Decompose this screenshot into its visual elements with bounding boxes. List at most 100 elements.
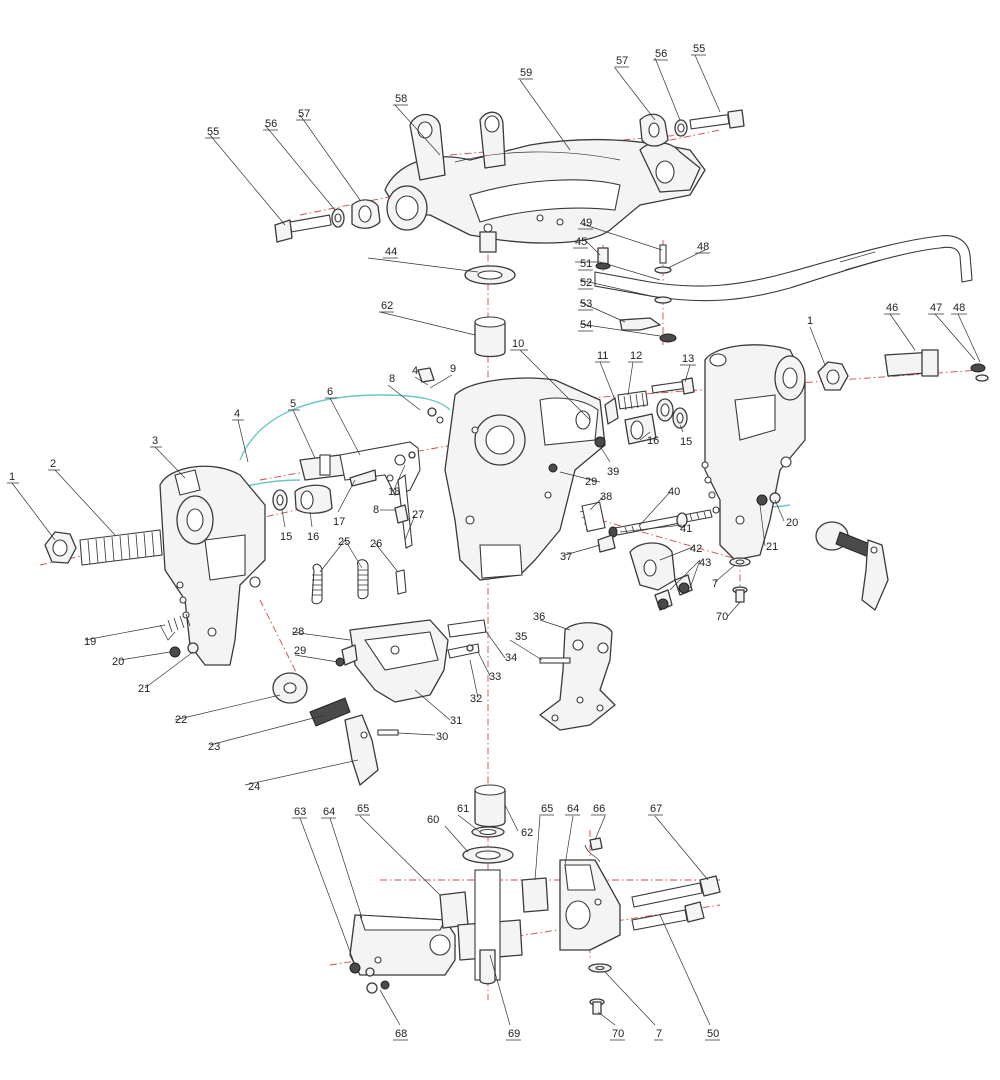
label-56b: 56 bbox=[655, 48, 667, 60]
label-13: 13 bbox=[682, 353, 694, 365]
label-35: 35 bbox=[515, 631, 527, 643]
clamp-nut-1-right bbox=[817, 361, 849, 391]
label-4b: 4 bbox=[412, 365, 418, 377]
label-46: 46 bbox=[886, 302, 898, 314]
label-53: 53 bbox=[580, 298, 592, 310]
label-48a: 48 bbox=[697, 241, 709, 253]
leader-lines bbox=[11, 54, 981, 1026]
label-58: 58 bbox=[395, 93, 407, 105]
label-29a: 29 bbox=[585, 476, 597, 488]
washer-7-bolt-70-right bbox=[729, 557, 751, 603]
bush-15-right bbox=[672, 407, 688, 429]
spring-38 bbox=[579, 501, 606, 533]
damper-spring-set bbox=[604, 377, 695, 445]
nut-20-21-right bbox=[756, 492, 781, 506]
left-pivot-bolt-set bbox=[274, 199, 381, 243]
label-38: 38 bbox=[600, 491, 612, 503]
label-69: 69 bbox=[508, 1028, 520, 1040]
right-pivot-bolt-set bbox=[639, 109, 745, 147]
label-39: 39 bbox=[607, 466, 619, 478]
label-63: 63 bbox=[294, 806, 306, 818]
tilt-lever-rod bbox=[594, 235, 973, 302]
upper-swivel-bracket bbox=[384, 111, 706, 253]
lever-plate-6 bbox=[339, 441, 421, 496]
label-55a: 55 bbox=[207, 126, 219, 138]
label-17: 17 bbox=[333, 516, 345, 528]
label-50: 50 bbox=[707, 1028, 719, 1040]
label-29b: 29 bbox=[294, 645, 306, 657]
left-stern-bracket bbox=[159, 465, 266, 666]
label-44: 44 bbox=[385, 246, 397, 258]
label-7b: 7 bbox=[656, 1028, 662, 1040]
label-62b: 62 bbox=[521, 827, 533, 839]
label-7a: 7 bbox=[712, 578, 718, 590]
label-30: 30 bbox=[436, 731, 448, 743]
label-37: 37 bbox=[560, 551, 572, 563]
springs-25-26 bbox=[311, 559, 407, 605]
spring-19-left bbox=[159, 613, 191, 641]
label-67: 67 bbox=[650, 803, 662, 815]
label-5: 5 bbox=[290, 398, 296, 410]
lock-frame-31 bbox=[335, 619, 449, 703]
label-65b: 65 bbox=[541, 803, 553, 815]
label-31: 31 bbox=[450, 715, 462, 727]
label-70b: 70 bbox=[612, 1028, 624, 1040]
label-10: 10 bbox=[512, 338, 524, 350]
label-20a: 20 bbox=[112, 656, 124, 668]
label-54: 54 bbox=[580, 319, 592, 331]
label-52: 52 bbox=[580, 277, 592, 289]
label-68: 68 bbox=[395, 1028, 407, 1040]
label-22: 22 bbox=[175, 714, 187, 726]
label-1b: 1 bbox=[807, 315, 813, 327]
label-8a: 8 bbox=[389, 373, 395, 385]
label-47: 47 bbox=[930, 302, 942, 314]
label-4a: 4 bbox=[234, 408, 240, 420]
bush-15-16-left bbox=[272, 484, 333, 514]
label-16a: 16 bbox=[307, 531, 319, 543]
label-23: 23 bbox=[208, 741, 220, 753]
label-64a: 64 bbox=[323, 806, 335, 818]
label-25: 25 bbox=[338, 536, 350, 548]
label-66: 66 bbox=[593, 803, 605, 815]
label-19: 19 bbox=[84, 636, 96, 648]
label-70a: 70 bbox=[716, 611, 728, 623]
label-41: 41 bbox=[680, 523, 692, 535]
lower-clamp-64-left bbox=[349, 914, 456, 976]
label-16b: 16 bbox=[647, 435, 659, 447]
label-56a: 56 bbox=[265, 118, 277, 130]
label-64b: 64 bbox=[567, 803, 579, 815]
bracket-42 bbox=[597, 534, 693, 611]
nut-20-21-left bbox=[169, 642, 199, 658]
lock-lever-36 bbox=[539, 622, 616, 731]
label-34: 34 bbox=[505, 652, 517, 664]
label-51: 51 bbox=[580, 258, 592, 270]
label-48b: 48 bbox=[953, 302, 965, 314]
right-stern-bracket bbox=[701, 344, 806, 561]
label-42: 42 bbox=[690, 543, 702, 555]
label-59: 59 bbox=[520, 67, 532, 79]
label-11: 11 bbox=[597, 350, 608, 362]
label-62a: 62 bbox=[381, 300, 393, 312]
label-43: 43 bbox=[699, 557, 711, 569]
upper-bush-62 bbox=[474, 316, 506, 358]
label-61: 61 bbox=[457, 803, 469, 815]
pins-32-33-34 bbox=[447, 619, 487, 659]
label-12: 12 bbox=[630, 350, 642, 362]
clamp-nut-1-left bbox=[44, 531, 77, 564]
label-9: 9 bbox=[450, 363, 456, 375]
center-block-69 bbox=[457, 869, 523, 985]
cable-block-5 bbox=[299, 454, 346, 481]
lever-fasteners bbox=[595, 244, 677, 343]
fasteners-63-66-68-70-7 bbox=[349, 837, 612, 1015]
bush-65-left bbox=[439, 891, 469, 929]
label-21a: 21 bbox=[138, 683, 150, 695]
bush-65-right bbox=[521, 877, 549, 913]
lower-clamp-64-right bbox=[559, 859, 621, 951]
label-15b: 15 bbox=[680, 436, 692, 448]
label-6: 6 bbox=[327, 386, 333, 398]
label-3: 3 bbox=[152, 435, 158, 447]
label-27: 27 bbox=[412, 509, 424, 521]
label-underlines bbox=[7, 54, 967, 1041]
tilt-lever-grip-46 bbox=[884, 349, 989, 382]
label-8b: 8 bbox=[373, 504, 379, 516]
